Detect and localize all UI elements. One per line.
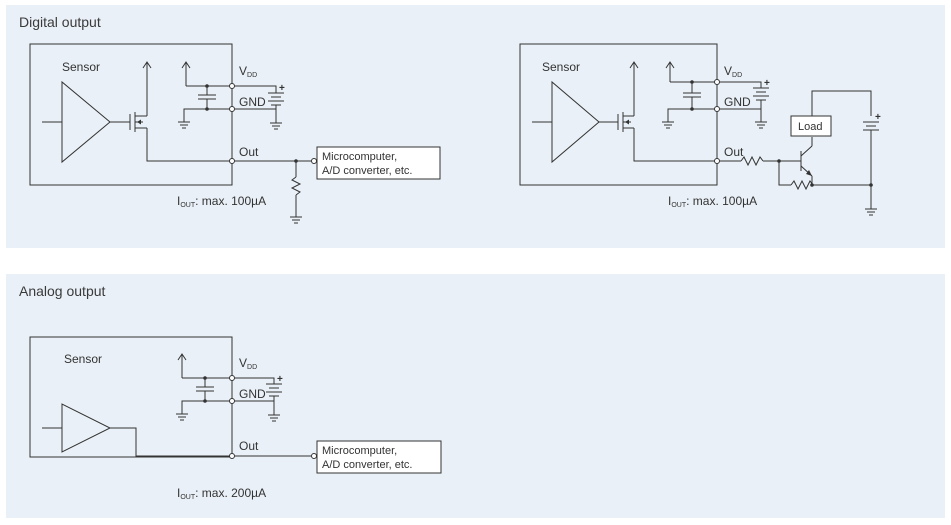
iout-digital-label-2: IOUT: max. 100µA bbox=[668, 194, 757, 209]
svg-text:Out: Out bbox=[724, 145, 744, 159]
svg-text:+: + bbox=[277, 374, 283, 385]
analog-output-title: Analog output bbox=[19, 283, 106, 299]
gnd-terminal bbox=[229, 398, 235, 404]
transistor-collector bbox=[800, 145, 813, 157]
mosfet-source-wire bbox=[146, 128, 232, 162]
svg-text:+: + bbox=[279, 83, 285, 94]
op-amp-symbol bbox=[551, 80, 600, 164]
svg-text:VDD: VDD bbox=[724, 64, 742, 79]
svg-text:Microcomputer,: Microcomputer, bbox=[322, 151, 397, 163]
digital-circuit-load: Sensor bbox=[519, 43, 881, 216]
vdd-terminal bbox=[229, 83, 235, 89]
svg-text:VDD: VDD bbox=[239, 356, 257, 371]
op-amp-symbol bbox=[61, 403, 112, 453]
out-label: Out bbox=[239, 145, 259, 159]
out-terminal bbox=[229, 453, 235, 459]
svg-text:Out: Out bbox=[239, 439, 259, 453]
svg-text:Sensor: Sensor bbox=[542, 60, 580, 74]
internal-supply-arrow bbox=[181, 61, 191, 69]
svg-text:A/D converter, etc.: A/D converter, etc. bbox=[322, 165, 412, 177]
pulldown-resistor bbox=[290, 176, 302, 196]
out-terminal bbox=[229, 158, 235, 164]
svg-text:GND: GND bbox=[724, 95, 751, 109]
microcomputer-box bbox=[316, 146, 441, 180]
bias-resistor bbox=[790, 179, 814, 191]
micro-input-terminal bbox=[311, 453, 317, 459]
base-resistor bbox=[740, 155, 764, 167]
load-box bbox=[790, 115, 832, 137]
iout-digital-label-1: IOUT: max. 100µA bbox=[177, 194, 266, 209]
sensor-label: Sensor bbox=[62, 60, 100, 74]
analog-output-diagram: Sensor VDD GND Out bbox=[29, 336, 442, 501]
sensor-box bbox=[519, 43, 718, 186]
op-amp-symbol bbox=[61, 80, 111, 164]
gnd-label: GND bbox=[239, 95, 266, 109]
svg-text:Sensor: Sensor bbox=[64, 352, 102, 366]
analog-circuit-microcomputer: Sensor VDD GND Out bbox=[29, 336, 442, 501]
svg-text:Microcomputer,: Microcomputer, bbox=[322, 445, 397, 457]
supply-arrow bbox=[142, 61, 152, 69]
svg-text:+: + bbox=[875, 112, 881, 123]
internal-supply-arrow bbox=[665, 61, 675, 69]
gnd-terminal bbox=[229, 106, 235, 112]
vdd-terminal bbox=[229, 375, 235, 381]
digital-output-title: Digital output bbox=[19, 14, 101, 30]
iout-analog-label: IOUT: max. 200µA bbox=[177, 486, 266, 501]
svg-text:VDD: VDD bbox=[239, 64, 257, 79]
micro-input-terminal bbox=[311, 158, 317, 164]
digital-output-diagrams: Sensor bbox=[29, 43, 881, 224]
svg-text:A/D converter, etc.: A/D converter, etc. bbox=[322, 459, 412, 471]
svg-text:+: + bbox=[764, 78, 770, 89]
sensor-box bbox=[29, 336, 233, 458]
digital-output-panel: Digital output Sensor bbox=[6, 5, 945, 248]
mosfet-arrow bbox=[137, 119, 141, 125]
internal-supply-arrow bbox=[177, 353, 187, 361]
op-amp-output-wire bbox=[110, 427, 232, 457]
digital-circuit-microcomputer: Sensor bbox=[29, 43, 441, 224]
sensor-box bbox=[29, 43, 233, 186]
supply-arrow bbox=[629, 61, 639, 69]
load-label: Load bbox=[798, 121, 822, 133]
microcomputer-box bbox=[316, 440, 442, 474]
svg-text:GND: GND bbox=[239, 387, 266, 401]
analog-output-panel: Analog output Sensor VDD GND bbox=[6, 274, 945, 518]
